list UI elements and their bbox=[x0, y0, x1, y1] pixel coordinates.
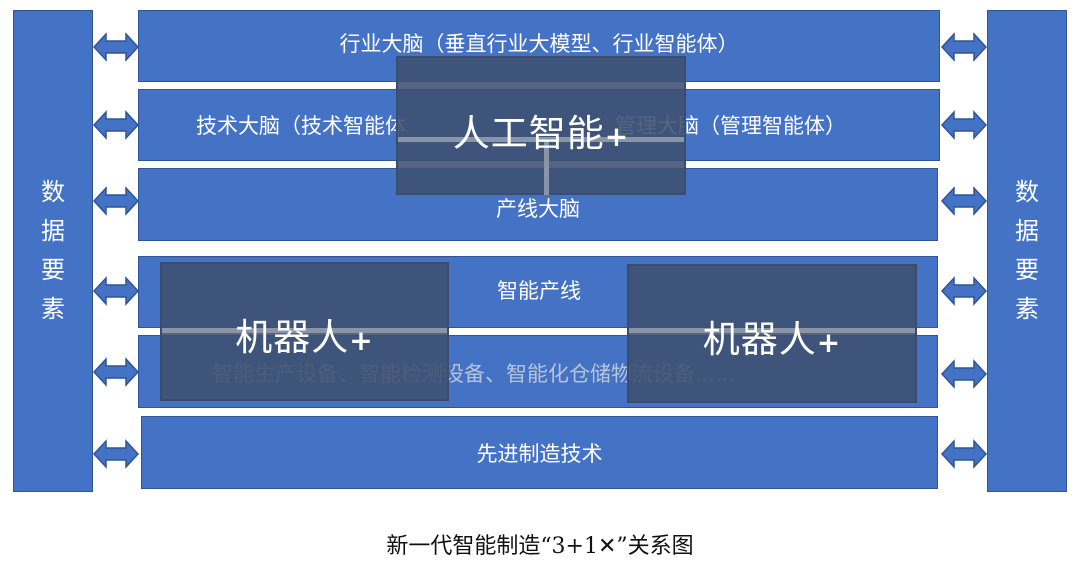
double-headed-arrow-icon bbox=[941, 439, 987, 469]
double-headed-arrow-icon bbox=[941, 32, 987, 62]
double-headed-arrow-icon bbox=[93, 439, 139, 469]
advanced-manufacturing-bar: 先进制造技术 bbox=[141, 416, 938, 489]
robot-plus-label-left: 机器人+ bbox=[235, 315, 374, 359]
double-headed-arrow-icon bbox=[941, 359, 987, 389]
ai-overlay-divider-horizontal bbox=[398, 137, 684, 142]
ai-overlay-divider-vertical bbox=[544, 138, 549, 195]
robot-plus-overlay-left: 机器人+ bbox=[160, 262, 449, 401]
double-headed-arrow-icon bbox=[93, 32, 139, 62]
double-headed-arrow-icon bbox=[93, 110, 139, 140]
production-line-brain-label: 产线大脑 bbox=[496, 196, 580, 221]
tech-brain-label: 技术大脑（技术智能体 bbox=[196, 114, 406, 138]
double-headed-arrow-icon bbox=[93, 357, 139, 387]
data-elements-right-column: 数据要素 bbox=[987, 10, 1067, 492]
data-elements-right-label: 数据要素 bbox=[1015, 178, 1039, 323]
robot-plus-label-right: 机器人+ bbox=[702, 317, 842, 361]
figure-caption: 新一代智能制造“3+1✕”关系图 bbox=[386, 534, 694, 559]
data-elements-left-label: 数据要素 bbox=[41, 178, 65, 323]
ai-plus-label: 人工智能+ bbox=[452, 111, 630, 155]
industry-brain-label: 行业大脑（垂直行业大模型、行业智能体） bbox=[339, 32, 739, 56]
double-headed-arrow-icon bbox=[941, 186, 987, 216]
ai-plus-overlay: 人工智能+ bbox=[396, 56, 686, 195]
advanced-manufacturing-label: 先进制造技术 bbox=[476, 441, 603, 466]
data-elements-left-column: 数据要素 bbox=[13, 10, 93, 492]
robot-right-divider bbox=[629, 328, 915, 333]
double-headed-arrow-icon bbox=[93, 276, 139, 306]
double-headed-arrow-icon bbox=[93, 186, 139, 216]
double-headed-arrow-icon bbox=[941, 110, 987, 140]
double-headed-arrow-icon bbox=[941, 276, 987, 306]
robot-plus-overlay-right: 机器人+ bbox=[627, 264, 917, 403]
robot-left-divider bbox=[162, 328, 447, 333]
